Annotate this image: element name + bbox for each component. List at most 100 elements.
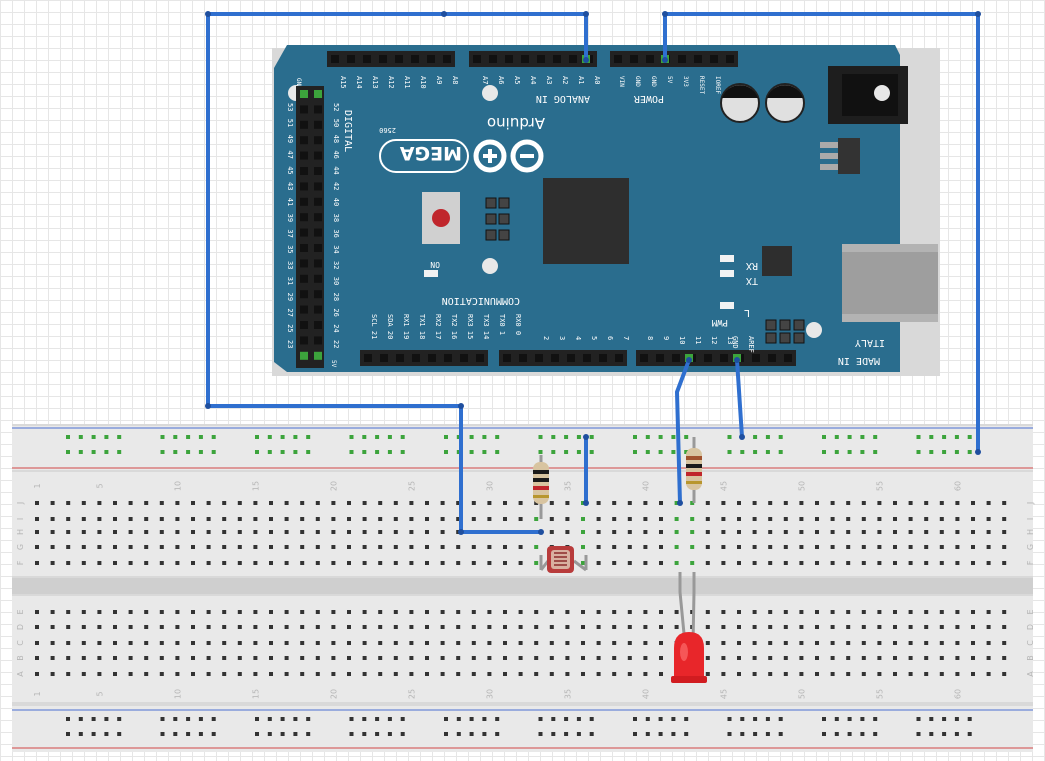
rail-hole[interactable] xyxy=(658,450,663,454)
breadboard-hole[interactable] xyxy=(471,610,476,614)
breadboard-hole[interactable] xyxy=(331,545,336,549)
rail-hole[interactable] xyxy=(916,717,921,721)
breadboard-hole[interactable] xyxy=(425,501,429,505)
breadboard-hole[interactable] xyxy=(939,641,944,645)
breadboard-hole[interactable] xyxy=(893,672,897,676)
breadboard-hole[interactable] xyxy=(861,530,866,534)
breadboard-hole[interactable] xyxy=(690,530,695,534)
breadboard-hole[interactable] xyxy=(378,656,383,660)
breadboard-hole[interactable] xyxy=(596,641,601,645)
header-pin[interactable] xyxy=(444,354,452,362)
breadboard-hole[interactable] xyxy=(861,610,866,614)
breadboard-hole[interactable] xyxy=(581,561,585,565)
rail-hole[interactable] xyxy=(306,717,311,721)
breadboard-hole[interactable] xyxy=(159,656,164,660)
breadboard-hole[interactable] xyxy=(924,517,929,521)
breadboard-hole[interactable] xyxy=(97,545,102,549)
breadboard-hole[interactable] xyxy=(924,656,929,660)
rail-hole[interactable] xyxy=(211,717,216,721)
rail-hole[interactable] xyxy=(671,435,676,439)
breadboard-hole[interactable] xyxy=(939,530,944,534)
breadboard-hole[interactable] xyxy=(986,641,991,645)
breadboard-hole[interactable] xyxy=(315,517,320,521)
photoresistor[interactable] xyxy=(539,546,588,573)
breadboard-hole[interactable] xyxy=(783,625,788,629)
breadboard-hole[interactable] xyxy=(128,501,133,505)
breadboard-hole[interactable] xyxy=(487,625,492,629)
rail-hole[interactable] xyxy=(293,450,298,454)
breadboard-hole[interactable] xyxy=(1002,672,1007,676)
breadboard-hole[interactable] xyxy=(347,656,351,660)
breadboard-hole[interactable] xyxy=(705,517,710,521)
header-pin[interactable] xyxy=(300,182,308,191)
header-pin[interactable] xyxy=(314,167,322,175)
header-pin[interactable] xyxy=(314,305,322,314)
breadboard-hole[interactable] xyxy=(752,517,757,521)
breadboard-hole[interactable] xyxy=(986,501,991,505)
breadboard-hole[interactable] xyxy=(518,517,523,521)
rail-hole[interactable] xyxy=(916,450,921,454)
breadboard-hole[interactable] xyxy=(783,610,788,614)
breadboard-hole[interactable] xyxy=(596,530,601,534)
breadboard-hole[interactable] xyxy=(409,610,414,614)
breadboard-hole[interactable] xyxy=(581,656,585,660)
breadboard-hole[interactable] xyxy=(425,656,429,660)
breadboard-hole[interactable] xyxy=(81,672,86,676)
breadboard-hole[interactable] xyxy=(643,530,648,534)
breadboard-hole[interactable] xyxy=(737,641,741,645)
breadboard-hole[interactable] xyxy=(393,545,398,549)
breadboard-hole[interactable] xyxy=(315,610,320,614)
breadboard-hole[interactable] xyxy=(456,610,461,614)
header-pin[interactable] xyxy=(300,259,308,268)
breadboard-hole[interactable] xyxy=(66,672,71,676)
breadboard-hole[interactable] xyxy=(503,656,507,660)
reset-button-cap[interactable] xyxy=(432,209,450,227)
breadboard-hole[interactable] xyxy=(144,656,149,660)
breadboard-hole[interactable] xyxy=(955,610,960,614)
breadboard-hole[interactable] xyxy=(908,641,913,645)
breadboard-hole[interactable] xyxy=(737,530,741,534)
breadboard-hole[interactable] xyxy=(612,561,617,565)
rail-hole[interactable] xyxy=(778,717,783,721)
breadboard-hole[interactable] xyxy=(300,501,305,505)
breadboard-hole[interactable] xyxy=(659,517,663,521)
breadboard-hole[interactable] xyxy=(331,561,336,565)
rail-hole[interactable] xyxy=(482,450,487,454)
breadboard-hole[interactable] xyxy=(846,641,851,645)
header-pin[interactable] xyxy=(768,354,776,362)
breadboard-hole[interactable] xyxy=(409,530,414,534)
breadboard-hole[interactable] xyxy=(846,561,851,565)
breadboard-hole[interactable] xyxy=(66,530,71,534)
header-pin[interactable] xyxy=(503,354,511,362)
rail-hole[interactable] xyxy=(589,450,594,454)
resistor-1[interactable] xyxy=(533,455,549,519)
rail-hole[interactable] xyxy=(942,717,947,721)
breadboard-hole[interactable] xyxy=(347,641,351,645)
breadboard-hole[interactable] xyxy=(877,641,882,645)
rail-hole[interactable] xyxy=(66,732,70,736)
breadboard-hole[interactable] xyxy=(362,517,367,521)
breadboard-hole[interactable] xyxy=(471,517,476,521)
rail-hole[interactable] xyxy=(873,717,878,721)
breadboard-hole[interactable] xyxy=(690,545,695,549)
rail-hole[interactable] xyxy=(173,732,178,736)
breadboard-hole[interactable] xyxy=(471,561,476,565)
breadboard-hole[interactable] xyxy=(830,641,835,645)
header-pin[interactable] xyxy=(395,55,403,63)
rail-hole[interactable] xyxy=(78,717,83,721)
rail-hole[interactable] xyxy=(834,732,839,736)
breadboard-hole[interactable] xyxy=(659,561,663,565)
rail-hole[interactable] xyxy=(765,717,770,721)
header-pin[interactable] xyxy=(314,136,322,145)
breadboard-hole[interactable] xyxy=(50,530,55,534)
breadboard-hole[interactable] xyxy=(908,672,913,676)
breadboard-hole[interactable] xyxy=(612,545,617,549)
breadboard-hole[interactable] xyxy=(456,517,461,521)
breadboard-hole[interactable] xyxy=(128,672,133,676)
rail-hole[interactable] xyxy=(198,717,203,721)
breadboard-hole[interactable] xyxy=(503,501,507,505)
rail-hole[interactable] xyxy=(589,717,594,721)
breadboard-hole[interactable] xyxy=(924,561,929,565)
breadboard-hole[interactable] xyxy=(955,501,960,505)
breadboard-hole[interactable] xyxy=(175,641,180,645)
